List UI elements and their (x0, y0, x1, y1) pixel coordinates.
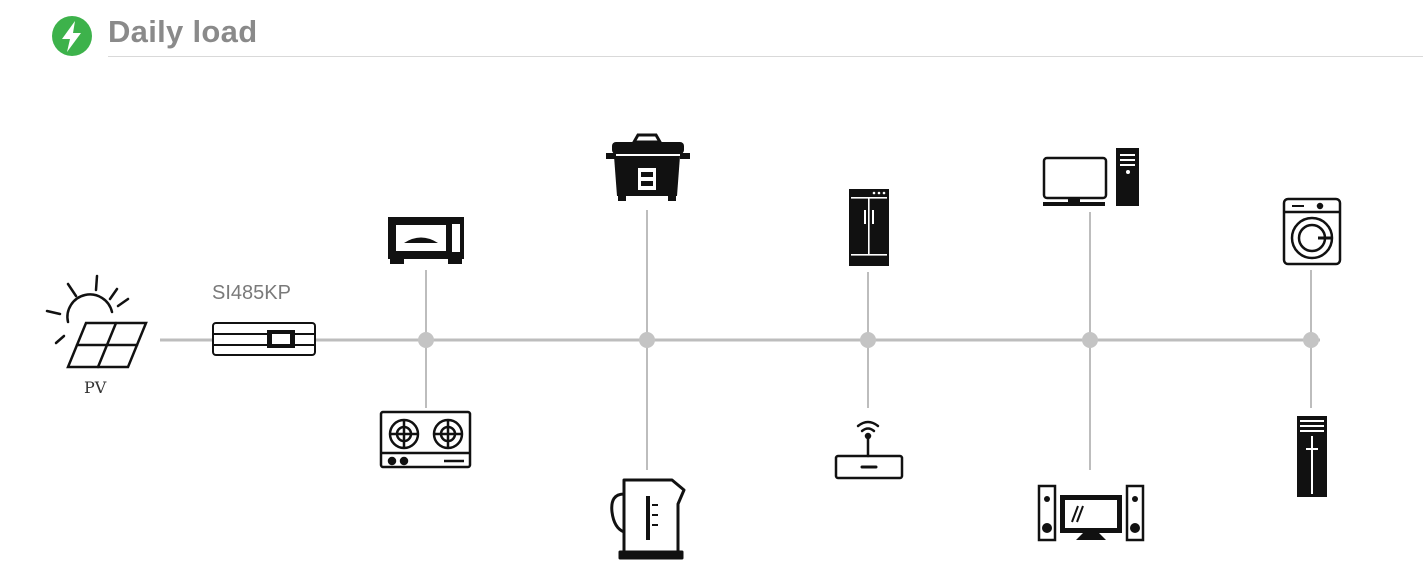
inverter-icon (212, 322, 316, 356)
water-heater-icon (1297, 416, 1327, 497)
refrigerator-icon (849, 189, 889, 266)
solar-panel-icon (45, 274, 148, 369)
lightning-bolt-icon (52, 16, 92, 56)
header-divider (108, 56, 1423, 57)
desktop-computer-icon (1042, 148, 1139, 206)
inverter-label: SI485KP (212, 282, 291, 304)
pv-label: PV (84, 378, 107, 397)
junction-dot (1303, 332, 1319, 348)
wifi-router-icon (834, 420, 904, 480)
rice-cooker-icon (606, 133, 690, 201)
junction-dot (639, 332, 655, 348)
junction-dot (860, 332, 876, 348)
junction-dot (418, 332, 434, 348)
gas-stove-icon (379, 410, 472, 469)
washing-machine-icon (1282, 197, 1342, 266)
section-header: Daily load (0, 0, 1423, 60)
oven-icon (388, 217, 464, 264)
kettle-icon (610, 478, 686, 560)
home-theater-icon (1037, 484, 1145, 542)
junction-dot (1082, 332, 1098, 348)
page-title: Daily load (108, 14, 258, 49)
